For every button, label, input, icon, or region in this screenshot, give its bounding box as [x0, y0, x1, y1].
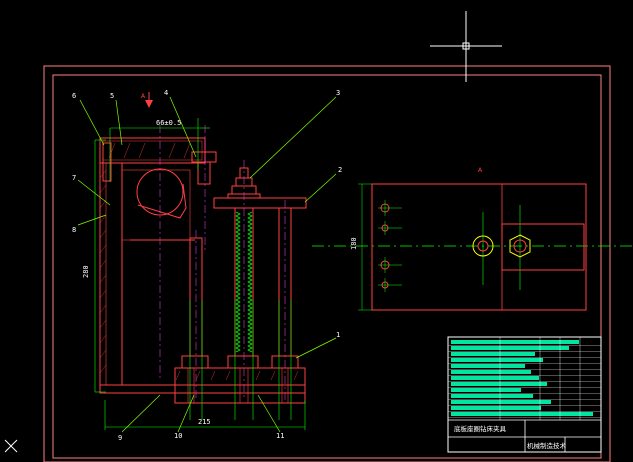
thread-tooth — [235, 287, 253, 293]
section-mark: A A — [141, 92, 483, 174]
thread-tooth — [235, 231, 253, 237]
label-8: 8 — [72, 226, 76, 234]
cursor-crosshair — [430, 11, 502, 82]
thread-tooth — [235, 347, 253, 353]
ucs-x-icon[interactable] — [4, 439, 18, 453]
dim-base-width: 215 — [198, 418, 211, 426]
thread-tooth — [235, 219, 253, 225]
thread-tooth — [235, 247, 253, 253]
title-block-row — [451, 340, 579, 344]
thread-tooth — [235, 283, 253, 289]
title-block-row — [451, 364, 525, 368]
title-block-row — [451, 412, 593, 416]
thread-tooth — [235, 311, 253, 317]
thread-tooth — [235, 211, 253, 217]
thread-tooth — [235, 239, 253, 245]
label-1: 1 — [336, 331, 340, 339]
thread-tooth — [235, 279, 253, 285]
thread-tooth — [235, 223, 253, 229]
thread-tooth — [235, 331, 253, 337]
title-block-drawing-title: 底板座圈钻床夹具 — [454, 424, 507, 433]
thread-tooth — [235, 299, 253, 305]
leaders — [77, 96, 337, 433]
label-11: 11 — [276, 432, 284, 440]
title-block-row — [451, 358, 543, 362]
dim-height: 280 — [82, 265, 90, 278]
construction-lines — [94, 118, 306, 430]
title-block-row — [451, 394, 533, 398]
thread-tooth — [235, 343, 253, 349]
thread-tooth — [235, 251, 253, 257]
thread-tooth — [235, 267, 253, 273]
title-block-row — [451, 382, 547, 386]
dim-top-width: 66±0.5 — [156, 119, 181, 127]
title-block-row — [451, 400, 551, 404]
thread-tooth — [235, 255, 253, 261]
label-3: 3 — [336, 89, 340, 97]
title-block-row — [451, 376, 539, 380]
title-block-org: 机械制造技术 — [527, 441, 567, 450]
thread-tooth — [235, 307, 253, 313]
thread-tooth — [235, 259, 253, 265]
dim-side-height: 180 — [350, 237, 358, 250]
thread-tooth — [235, 243, 253, 249]
part-labels: 6 5 4 3 2 7 8 1 9 10 11 — [72, 89, 342, 442]
thread-tooth — [235, 235, 253, 241]
thread-tooth — [235, 295, 253, 301]
title-block-row — [451, 406, 541, 410]
thread-tooth — [235, 335, 253, 341]
title-block-row — [451, 388, 521, 392]
title-block-row — [451, 352, 535, 356]
thread-tooth — [235, 227, 253, 233]
title-block: 底板座圈钻床夹具 机械制造技术 — [447, 336, 602, 453]
thread-tooth — [235, 215, 253, 221]
thread-tooth — [235, 271, 253, 277]
title-block-row — [451, 346, 569, 350]
side-view — [312, 183, 633, 311]
thread-symbol — [235, 211, 253, 353]
label-6: 6 — [72, 92, 76, 100]
thread-tooth — [235, 263, 253, 269]
side-view-mark-label: A — [478, 167, 483, 174]
thread-tooth — [235, 327, 253, 333]
thread-tooth — [235, 339, 253, 345]
label-4: 4 — [164, 89, 168, 97]
drawing-frame — [43, 65, 611, 462]
thread-tooth — [235, 319, 253, 325]
thread-tooth — [235, 315, 253, 321]
thread-tooth — [235, 291, 253, 297]
label-10: 10 — [174, 432, 182, 440]
thread-tooth — [235, 275, 253, 281]
label-9: 9 — [118, 434, 122, 442]
thread-tooth — [235, 303, 253, 309]
dimensions: 66±0.5 280 215 180 — [82, 119, 358, 426]
section-mark-label: A — [141, 93, 146, 100]
thread-tooth — [235, 323, 253, 329]
label-5: 5 — [110, 92, 114, 100]
label-7: 7 — [72, 174, 76, 182]
title-block-row — [451, 370, 531, 374]
front-view — [99, 125, 307, 404]
label-2: 2 — [338, 166, 342, 174]
